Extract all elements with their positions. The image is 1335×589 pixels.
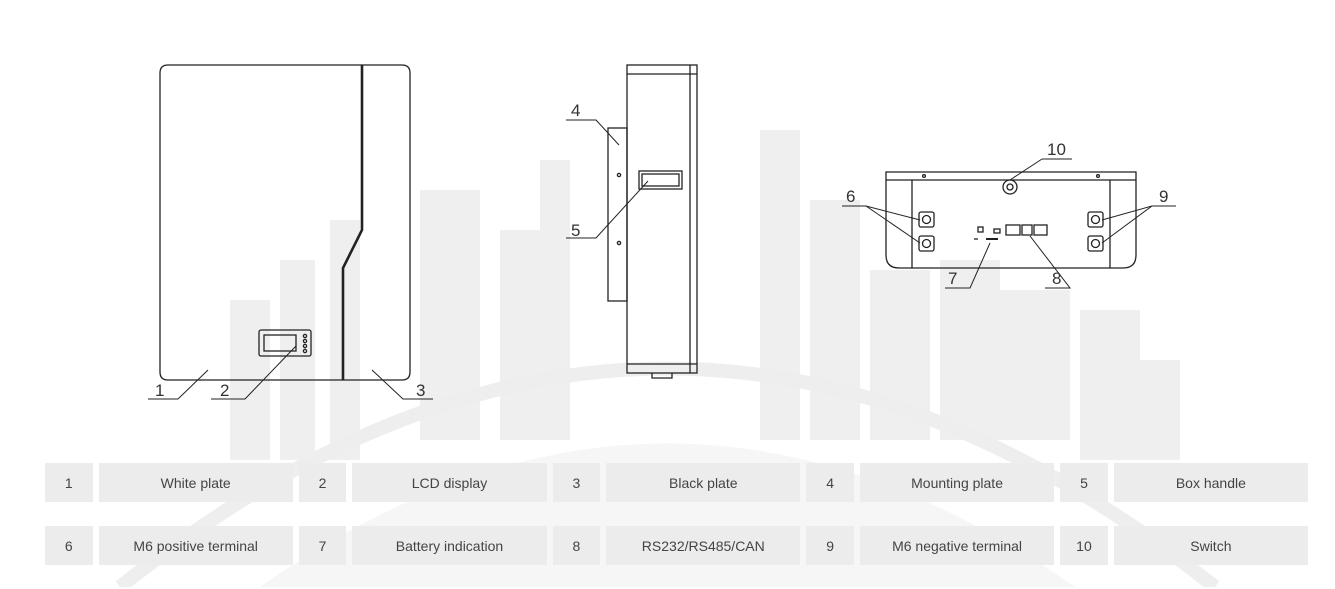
switch-knob <box>1002 179 1018 195</box>
comm-ports <box>1005 224 1048 236</box>
box-handle <box>638 170 683 190</box>
callout-1: 1 <box>155 381 164 400</box>
legend-label: Box handle <box>1113 463 1308 502</box>
legend-row: 1 White plate 2 LCD display 3 Black plat… <box>45 463 1308 502</box>
legend-number: 8 <box>552 526 601 565</box>
side-view <box>607 64 698 379</box>
side-body <box>626 64 698 374</box>
mounting-plate <box>607 127 628 302</box>
legend-label: LCD display <box>352 463 547 502</box>
callout-7: 7 <box>948 269 957 288</box>
legend-number: 1 <box>45 463 93 502</box>
legend-label: Battery indication <box>352 526 547 565</box>
legend-row: 6 M6 positive terminal 7 Battery indicat… <box>45 526 1308 565</box>
legend-label: M6 negative terminal <box>859 526 1055 565</box>
legend-number: 5 <box>1060 463 1108 502</box>
battery-diagram: 1 2 3 4 5 <box>148 64 1176 400</box>
legend-number: 6 <box>45 526 93 565</box>
black-plate-seam <box>341 65 364 380</box>
legend-number: 10 <box>1060 526 1108 565</box>
callout-10: 10 <box>1047 140 1066 159</box>
battery-indication <box>974 226 1001 240</box>
callout-8: 8 <box>1052 269 1061 288</box>
front-view <box>159 64 411 381</box>
legend-table: 1 White plate 2 LCD display 3 Black plat… <box>45 463 1308 589</box>
legend-number: 4 <box>806 463 854 502</box>
legend-number: 3 <box>552 463 601 502</box>
legend-number: 7 <box>298 526 347 565</box>
lcd-display <box>258 329 312 357</box>
positive-terminals <box>918 211 935 252</box>
legend-number: 9 <box>806 526 854 565</box>
callout-4: 4 <box>571 101 580 120</box>
callout-5: 5 <box>571 221 580 240</box>
legend-label: Black plate <box>606 463 801 502</box>
legend-label: Mounting plate <box>859 463 1055 502</box>
negative-terminals <box>1087 211 1104 252</box>
legend-number: 2 <box>298 463 347 502</box>
legend-label: Switch <box>1113 526 1308 565</box>
top-view <box>885 171 1137 269</box>
top-body <box>885 171 1137 269</box>
legend-label: White plate <box>98 463 293 502</box>
callout-2: 2 <box>220 381 229 400</box>
callout-3: 3 <box>416 381 425 400</box>
legend-label: M6 positive terminal <box>98 526 293 565</box>
callout-6: 6 <box>846 187 855 206</box>
callout-9: 9 <box>1159 187 1168 206</box>
legend-label: RS232/RS485/CAN <box>606 526 801 565</box>
white-plate-outline <box>159 64 411 381</box>
